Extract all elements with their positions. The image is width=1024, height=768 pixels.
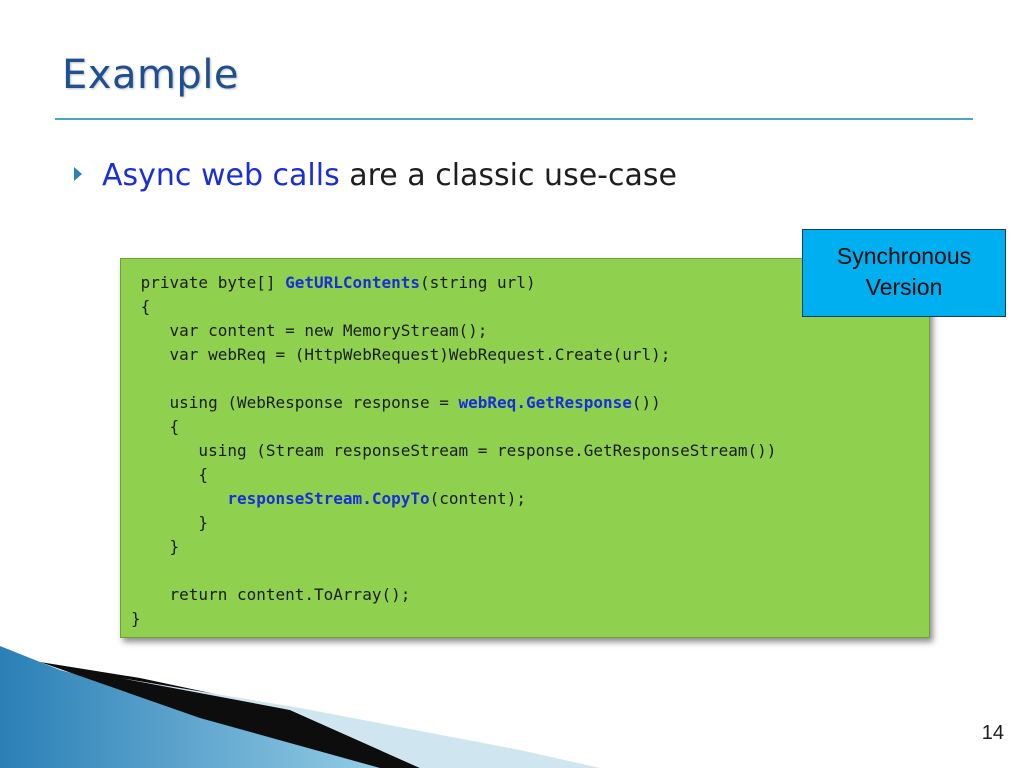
code-line-1: private byte[] GetURLContents(string url… (131, 273, 536, 292)
code-listing: private byte[] GetURLContents(string url… (131, 271, 776, 631)
code-line-8: using (Stream responseStream = response.… (131, 441, 777, 460)
code-line-3: var content = new MemoryStream(); (131, 321, 488, 340)
code-line-7: { (131, 417, 180, 436)
code-line-2: { (131, 297, 151, 316)
decorative-swoosh (0, 646, 600, 768)
bullet-item: Async web calls are a classic use-case (74, 158, 677, 193)
code-line-14: return content.ToArray(); (131, 585, 411, 604)
title-divider (55, 118, 973, 120)
callout-box: Synchronous Version (802, 229, 1006, 317)
code-line-15: } (131, 609, 141, 628)
code-line-6: using (WebResponse response = webReq.Get… (131, 393, 661, 412)
method-name: GetURLContents (285, 273, 420, 292)
code-block: private byte[] GetURLContents(string url… (120, 258, 930, 638)
callout-line-2: Version (865, 274, 943, 300)
code-line-11: } (131, 513, 209, 532)
bullet-emphasis: Async web calls (102, 158, 340, 193)
bullet-triangle-icon (74, 167, 82, 181)
code-line-12: } (131, 537, 180, 556)
slide-title: Example (62, 52, 240, 98)
code-line-4: var webReq = (HttpWebRequest)WebRequest.… (131, 345, 671, 364)
code-line-10: responseStream.CopyTo(content); (227, 489, 526, 508)
callout-line-1: Synchronous (836, 243, 972, 269)
page-number: 14 (981, 722, 1004, 744)
code-line-9: { (131, 465, 209, 484)
bullet-text: are a classic use-case (339, 158, 677, 193)
highlighted-call: responseStream.CopyTo (227, 489, 430, 508)
highlighted-call: webReq.GetResponse (458, 393, 632, 412)
